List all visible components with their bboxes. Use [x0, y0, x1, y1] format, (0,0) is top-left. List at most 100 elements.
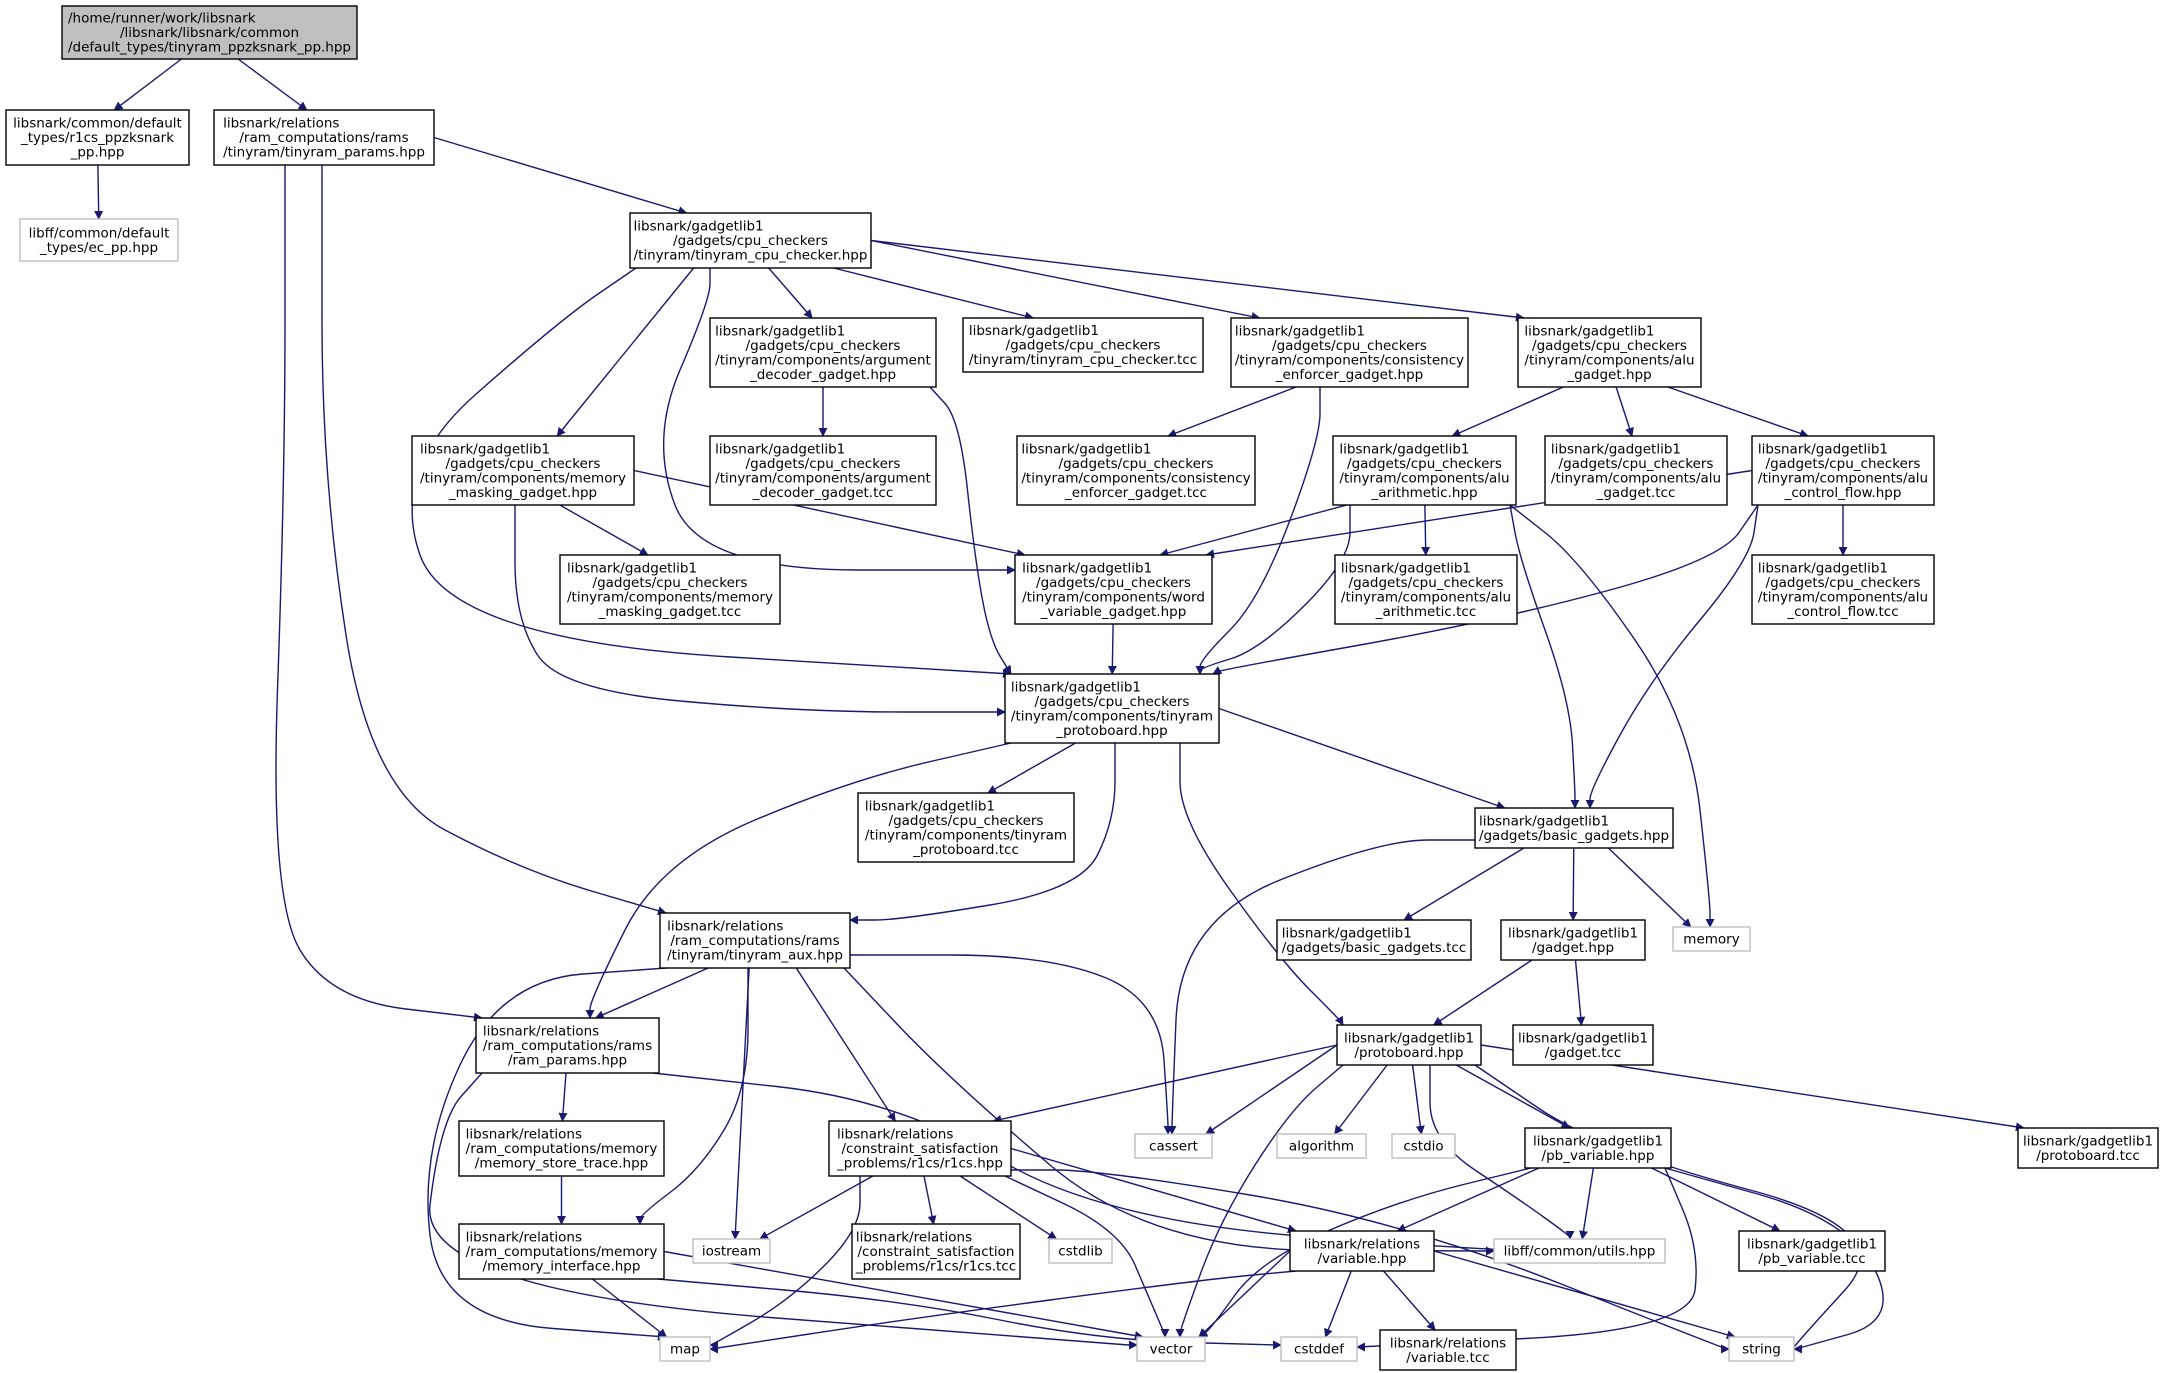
node-label-line: libsnark/gadgetlib1	[1518, 1030, 1648, 1046]
node-cstddef[interactable]: cstddef	[1280, 1336, 1358, 1362]
node-box	[629, 212, 872, 269]
node-label-line: /ram_params.hpp	[508, 1053, 627, 1069]
node-label-line: _masking_gadget.hpp	[448, 485, 597, 501]
node-tinyram-aux-hpp[interactable]: libsnark/relations/ram_computations/rams…	[659, 912, 851, 969]
edge-r1cs-hpp-to-cstdlib	[959, 1175, 1058, 1240]
node-label-line: libff/common/utils.hpp	[1504, 1244, 1656, 1260]
node-label-line: libsnark/common/default	[13, 116, 182, 132]
node-label-line: string	[1742, 1342, 1781, 1358]
edge-tinyram-cpu-checker-to-memory-masking-hpp	[556, 267, 695, 437]
node-label-line: /tinyram/tinyram_params.hpp	[223, 145, 425, 161]
node-alu-arithmetic-tcc[interactable]: libsnark/gadgetlib1/gadgets/cpu_checkers…	[1334, 554, 1518, 625]
node-memory[interactable]: memory	[1672, 926, 1751, 952]
node-algorithm[interactable]: algorithm	[1276, 1133, 1367, 1159]
node-map[interactable]: map	[659, 1336, 711, 1362]
node-word-variable-hpp[interactable]: libsnark/gadgetlib1/gadgets/cpu_checkers…	[1014, 554, 1213, 625]
node-label-line: algorithm	[1289, 1139, 1354, 1155]
node-string[interactable]: string	[1728, 1336, 1795, 1362]
edge-protoboard-hpp-to-vector	[1175, 1064, 1344, 1338]
node-vector[interactable]: vector	[1136, 1336, 1206, 1362]
node-box	[1276, 919, 1472, 961]
node-label-line: libsnark/gadgetlib1	[1282, 925, 1412, 941]
node-label-line: libsnark/gadgetlib1	[1508, 925, 1638, 941]
edge-r1cs-hpp-to-map	[709, 1176, 861, 1350]
node-box	[1391, 1133, 1456, 1159]
node-box	[411, 435, 635, 506]
node-r1cs-tcc[interactable]: libsnark/relations/constraint_satisfacti…	[851, 1223, 1021, 1280]
edge-consistency-hpp-to-consistency-tcc	[1167, 386, 1297, 438]
node-label-line: libsnark/gadgetlib1	[2023, 1133, 2153, 1149]
node-ec-pp[interactable]: libff/common/default_types/ec_pp.hpp	[19, 218, 179, 262]
node-tinyram-cpu-checker[interactable]: libsnark/gadgetlib1/gadgets/cpu_checkers…	[629, 212, 872, 269]
node-label-line: libsnark/gadgetlib1	[634, 219, 764, 235]
node-box	[1474, 807, 1674, 849]
edge-memory-interface-hpp-to-vector	[663, 1250, 1144, 1341]
node-memory-masking-hpp[interactable]: libsnark/gadgetlib1/gadgets/cpu_checkers…	[411, 435, 635, 506]
node-alu-gadget-tcc[interactable]: libsnark/gadgetlib1/gadgets/cpu_checkers…	[1544, 435, 1728, 506]
node-box	[1004, 673, 1220, 744]
node-protoboard-hpp[interactable]: libsnark/gadgetlib1/protoboard.hpp	[1336, 1024, 1482, 1066]
node-alu-control-flow-hpp[interactable]: libsnark/gadgetlib1/gadgets/cpu_checkers…	[1751, 435, 1935, 506]
node-r1cs-hpp[interactable]: libsnark/relations/constraint_satisfacti…	[828, 1120, 1012, 1177]
node-r1cs-ppzksnark-pp[interactable]: libsnark/common/default_types/r1cs_ppzks…	[5, 109, 190, 166]
node-label-line: /gadgets/cpu_checkers	[446, 456, 601, 472]
edge-alu-arithmetic-hpp-to-word-variable-hpp	[1159, 504, 1347, 558]
node-box	[692, 1238, 771, 1264]
node-alu-arithmetic-hpp[interactable]: libsnark/gadgetlib1/gadgets/cpu_checkers…	[1332, 435, 1517, 506]
node-label-line: libsnark/gadgetlib1	[715, 323, 845, 339]
node-cpu-checker-tcc[interactable]: libsnark/gadgetlib1/gadgets/cpu_checkers…	[962, 317, 1204, 373]
edge-variable-hpp-to-string	[1433, 1250, 1736, 1340]
edge-pb-variable-hpp-to-utils-hpp	[1579, 1167, 1595, 1240]
edge-alu-arithmetic-hpp-to-alu-arithmetic-tcc	[1421, 504, 1431, 556]
node-variable-tcc[interactable]: libsnark/relations/variable.tcc	[1379, 1329, 1517, 1371]
node-cassert[interactable]: cassert	[1134, 1133, 1213, 1159]
node-basic-gadgets-hpp[interactable]: libsnark/gadgetlib1/gadgets/basic_gadget…	[1474, 807, 1674, 849]
node-label-line: /gadgets/cpu_checkers	[1035, 694, 1190, 710]
node-label-line: libsnark/relations	[856, 1230, 972, 1246]
node-gadget-tcc[interactable]: libsnark/gadgetlib1/gadget.tcc	[1512, 1024, 1654, 1066]
node-argument-decoder-tcc[interactable]: libsnark/gadgetlib1/gadgets/cpu_checkers…	[709, 435, 937, 506]
edge-tinyram-aux-hpp-to-map	[427, 967, 667, 1341]
node-label-line: /tinyram/components/alu	[1524, 352, 1694, 368]
node-consistency-tcc[interactable]: libsnark/gadgetlib1/gadgets/cpu_checkers…	[1016, 435, 1256, 506]
node-basic-gadgets-tcc[interactable]: libsnark/gadgetlib1/gadgets/basic_gadget…	[1276, 919, 1472, 961]
node-box	[1524, 1127, 1672, 1169]
node-label-line: /gadgets/cpu_checkers	[1532, 338, 1687, 354]
node-protoboard-tcc[interactable]: libsnark/gadgetlib1/protoboard.tcc	[2017, 1127, 2159, 1169]
node-pb-variable-tcc[interactable]: libsnark/gadgetlib1/pb_variable.tcc	[1738, 1230, 1886, 1272]
node-tinyram-protoboard-tcc[interactable]: libsnark/gadgetlib1/gadgets/cpu_checkers…	[857, 792, 1075, 863]
node-box	[1332, 435, 1517, 506]
node-label-line: /tinyram/components/alu	[1758, 589, 1928, 605]
node-label-line: _protoboard.hpp	[1055, 723, 1167, 739]
edge-tinyram-params-to-tinyram-cpu-checker	[433, 136, 688, 215]
node-tinyram-params[interactable]: libsnark/relations/ram_computations/rams…	[213, 109, 435, 166]
node-iostream[interactable]: iostream	[692, 1238, 771, 1264]
node-pb-variable-hpp[interactable]: libsnark/gadgetlib1/pb_variable.hpp	[1524, 1127, 1672, 1169]
node-argument-decoder-hpp[interactable]: libsnark/gadgetlib1/gadgets/cpu_checkers…	[709, 317, 937, 388]
node-label-line: /gadgets/cpu_checkers	[889, 813, 1044, 829]
node-gadget-hpp[interactable]: libsnark/gadgetlib1/gadget.hpp	[1500, 919, 1646, 961]
node-utils-hpp[interactable]: libff/common/utils.hpp	[1493, 1238, 1666, 1264]
node-cstdlib[interactable]: cstdlib	[1048, 1238, 1113, 1264]
node-alu-control-flow-tcc[interactable]: libsnark/gadgetlib1/gadgets/cpu_checkers…	[1751, 554, 1935, 625]
node-cstdio[interactable]: cstdio	[1391, 1133, 1456, 1159]
node-consistency-hpp[interactable]: libsnark/gadgetlib1/gadgets/cpu_checkers…	[1230, 317, 1469, 388]
node-box	[1280, 1336, 1358, 1362]
node-memory-masking-tcc[interactable]: libsnark/gadgetlib1/gadgets/cpu_checkers…	[559, 554, 781, 625]
node-label-line: /ram_computations/rams	[483, 1038, 652, 1054]
node-label-line: /gadgets/cpu_checkers	[1349, 575, 1504, 591]
node-memory-store-trace-hpp[interactable]: libsnark/relations/ram_computations/memo…	[458, 1120, 665, 1177]
edge-memory-masking-hpp-to-tinyram-protoboard-hpp	[514, 505, 1006, 717]
node-label-line: _types/r1cs_ppzksnark	[20, 130, 174, 146]
node-label-line: libsnark/gadgetlib1	[1011, 679, 1141, 695]
node-alu-gadget-hpp[interactable]: libsnark/gadgetlib1/gadgets/cpu_checkers…	[1517, 317, 1702, 388]
edge-basic-gadgets-hpp-to-gadget-hpp	[1568, 847, 1578, 921]
node-root[interactable]: /home/runner/work/libsnark/libsnark/libs…	[61, 5, 358, 60]
node-memory-interface-hpp[interactable]: libsnark/relations/ram_computations/memo…	[458, 1223, 665, 1280]
node-label-line: libsnark/relations	[1304, 1236, 1420, 1252]
node-tinyram-protoboard-hpp[interactable]: libsnark/gadgetlib1/gadgets/cpu_checkers…	[1004, 673, 1220, 744]
node-variable-hpp[interactable]: libsnark/relations/variable.hpp	[1289, 1230, 1435, 1272]
node-label-line: libsnark/gadgetlib1	[1339, 441, 1469, 457]
node-ram-params-hpp[interactable]: libsnark/relations/ram_computations/rams…	[475, 1017, 660, 1074]
edge-tinyram-aux-hpp-to-r1cs-hpp	[795, 967, 896, 1122]
